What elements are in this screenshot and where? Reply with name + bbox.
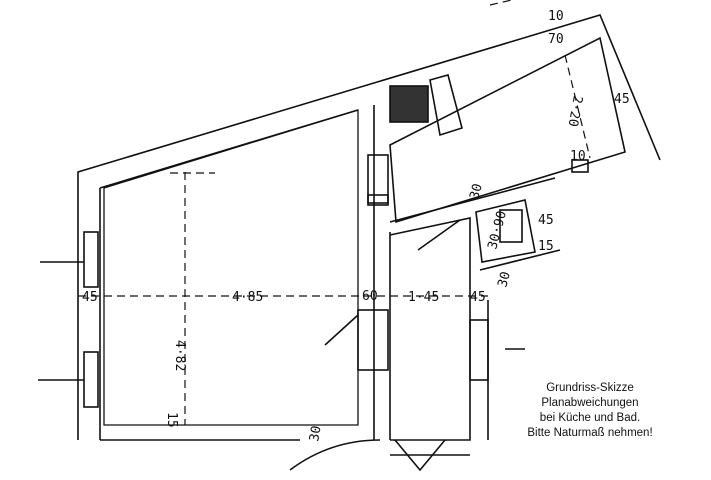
dim-left-wall: 45: [82, 290, 98, 305]
dim-kitchen-depth: 2·20: [565, 94, 585, 127]
dim-door-bottom: 30: [307, 425, 324, 443]
dim-room-width: 4·85: [232, 290, 263, 305]
dim-bath-top: 30: [467, 182, 486, 201]
walls: [38, 14, 661, 472]
dim-bath-inner: 30·90: [485, 209, 510, 251]
note-line: Planabweichungen: [541, 397, 639, 409]
dim-bath-small-b: 15: [538, 239, 554, 254]
dim-top-wall-a: 10: [548, 9, 564, 24]
dimension-lines: [78, 0, 591, 425]
dim-room-height: 4·82: [172, 340, 187, 371]
dim-sill: 15: [164, 412, 179, 428]
note-line: Grundriss-Skizze: [546, 382, 634, 394]
dim-inner-wall: 60: [362, 289, 378, 304]
dim-corridor-width: 1·45: [408, 290, 439, 305]
note-line: bei Küche und Bad.: [539, 412, 641, 424]
dim-right-wall: 45: [470, 290, 486, 305]
dim-bath-bottom: 30: [495, 270, 514, 289]
plan-note: Grundriss-Skizze Planabweichungen bei Kü…: [505, 381, 675, 441]
dim-kitchen-wall: 45: [614, 92, 630, 107]
dim-kitchen-bottom: 10: [570, 149, 586, 164]
dim-top-wall-b: 70: [548, 32, 564, 47]
dim-bath-small: 45: [538, 213, 554, 228]
note-line: Bitte Naturmaß nehmen!: [527, 427, 653, 439]
